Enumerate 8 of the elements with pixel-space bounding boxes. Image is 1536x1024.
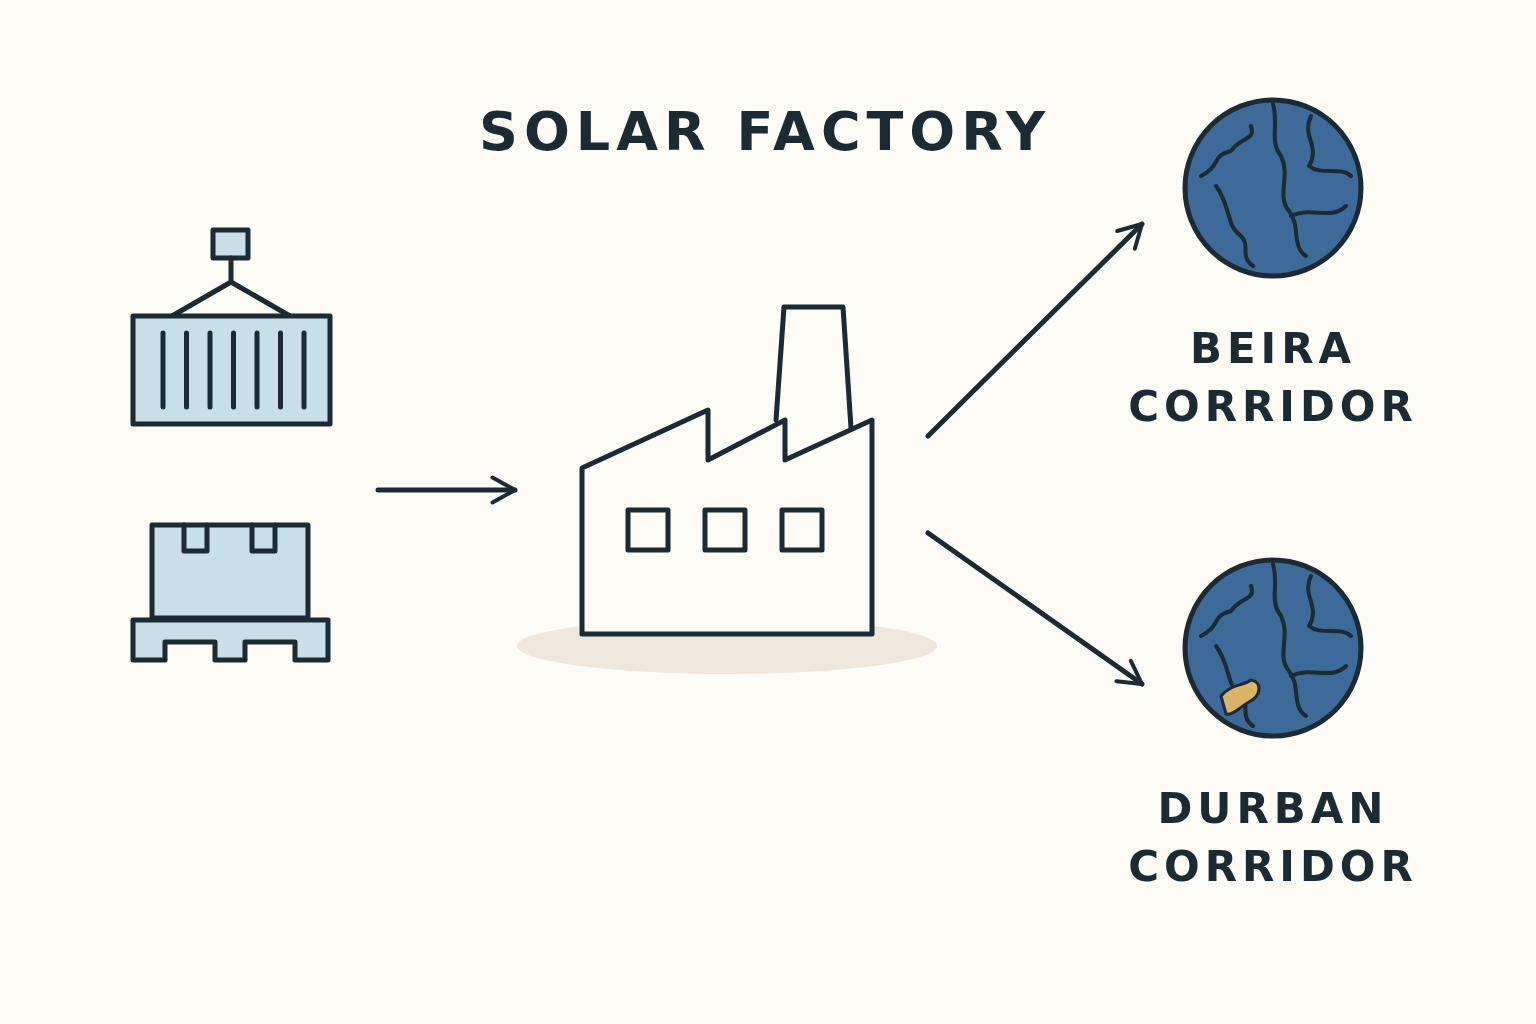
arrow — [925, 530, 1145, 687]
corridor-label: BEIRA CORRIDOR — [1127, 323, 1419, 433]
diagram-title: SOLAR FACTORY — [478, 100, 1052, 163]
pallet-box-drawing — [128, 520, 334, 665]
corridor-label: DURBAN CORRIDOR — [1127, 783, 1419, 893]
arrow — [375, 475, 518, 505]
arrow — [925, 221, 1145, 439]
shipping-container-drawing — [128, 226, 334, 428]
